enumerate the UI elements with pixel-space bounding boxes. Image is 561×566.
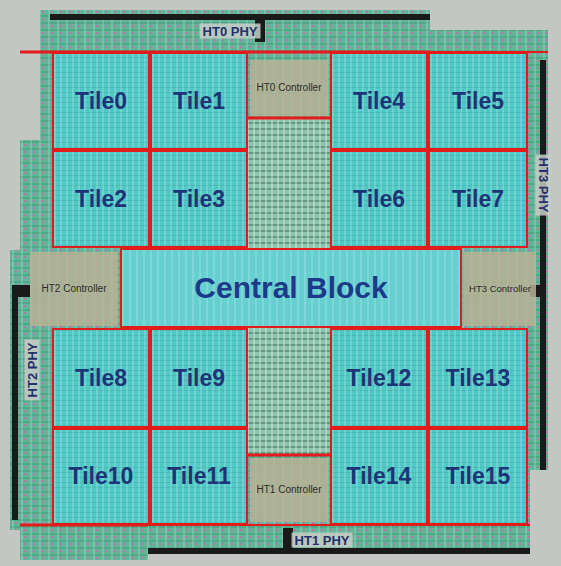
block-label: Tile14 <box>347 463 412 490</box>
tile-block: Tile4 <box>330 52 428 150</box>
phy-label: HT0 PHY <box>200 24 261 39</box>
tile-block: Tile0 <box>52 52 150 150</box>
controller-block: HT2 Controller <box>30 252 118 326</box>
tile-block: Tile14 <box>330 428 428 525</box>
block-label: Tile1 <box>173 88 225 115</box>
phy-label: HT2 PHY <box>25 340 40 401</box>
phy-strip <box>540 60 546 470</box>
tile-block: Tile11 <box>150 428 248 525</box>
tile-block: Tile8 <box>52 328 150 428</box>
tile-block: Tile1 <box>150 52 248 150</box>
block-label: Tile3 <box>173 186 225 213</box>
block-label: Tile6 <box>353 186 405 213</box>
tile-block: Tile10 <box>52 428 150 525</box>
phy-strip <box>148 548 530 554</box>
block-label: Tile5 <box>452 88 504 115</box>
block-label: Tile15 <box>446 463 511 490</box>
tile-block: Tile6 <box>330 150 428 248</box>
block-label: Tile7 <box>452 186 504 213</box>
die-area <box>10 10 548 560</box>
block-label: Tile4 <box>353 88 405 115</box>
phy-strip <box>50 14 430 20</box>
tile-block: Tile13 <box>428 328 528 428</box>
tile-block: Tile7 <box>428 150 528 248</box>
phy-label: HT3 PHY <box>536 155 551 216</box>
tile-block: Tile12 <box>330 328 428 428</box>
controller-block: HT3 Controller <box>464 252 536 326</box>
tile-block: Tile15 <box>428 428 528 525</box>
block-label: HT2 Controller <box>41 283 106 295</box>
block-label: HT0 Controller <box>256 82 321 94</box>
block-label: Tile2 <box>75 186 127 213</box>
block-label: Tile13 <box>446 365 511 392</box>
tile-block: Tile3 <box>150 150 248 248</box>
block-label: Tile0 <box>75 88 127 115</box>
boundary-line <box>248 117 330 120</box>
block-label: Central Block <box>194 271 387 305</box>
tile-block: Tile2 <box>52 150 150 248</box>
block-label: HT1 Controller <box>256 484 321 496</box>
block-label: Tile10 <box>69 463 134 490</box>
block-label: Tile12 <box>347 365 412 392</box>
central-block: Central Block <box>120 248 462 328</box>
block-label: Tile9 <box>173 365 225 392</box>
tile-block: Tile5 <box>428 52 528 150</box>
phy-label: HT1 PHY <box>292 533 353 548</box>
block-label: Tile11 <box>167 463 231 490</box>
phy-strip <box>12 285 18 520</box>
block-label: HT3 Controller <box>469 284 531 295</box>
tile-block: Tile9 <box>150 328 248 428</box>
controller-block: HT1 Controller <box>250 458 328 522</box>
boundary-line <box>248 454 330 457</box>
phy-strip <box>18 285 30 297</box>
block-label: Tile8 <box>75 365 127 392</box>
controller-block: HT0 Controller <box>250 60 328 116</box>
